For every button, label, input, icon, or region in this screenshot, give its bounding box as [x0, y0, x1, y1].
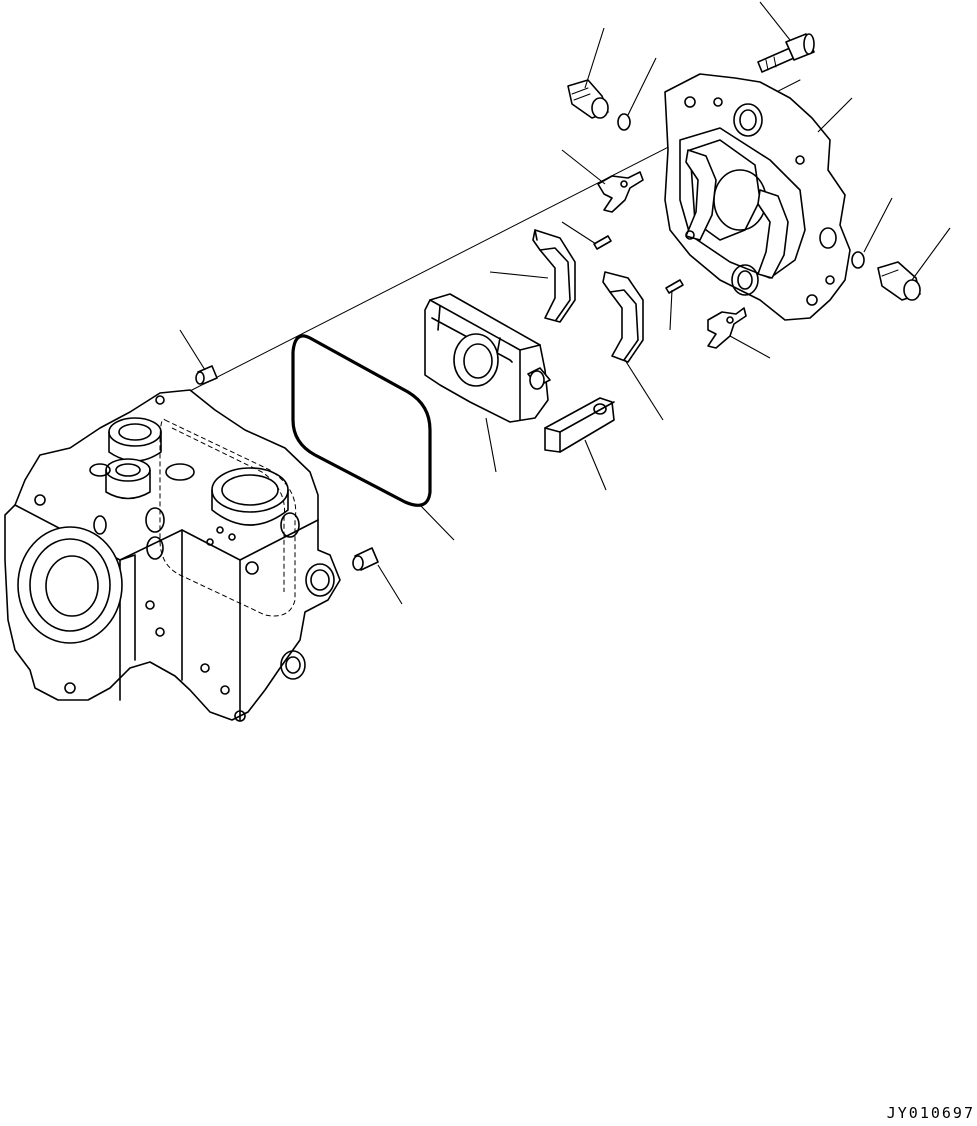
shoe-left — [533, 230, 575, 322]
end-cover — [665, 74, 850, 320]
plug-upper — [568, 80, 608, 118]
dowel-pin-lower — [353, 548, 378, 570]
drawing-code-label: JY010697 — [886, 1104, 975, 1122]
plug-right — [878, 262, 920, 300]
retainer-clip-upper — [598, 172, 643, 212]
stopper-plate — [545, 398, 614, 452]
o-ring-right — [852, 252, 864, 268]
dowel-pin-upper — [196, 366, 217, 384]
o-ring-gasket — [293, 336, 430, 505]
shoe-right — [603, 272, 643, 362]
main-bore — [18, 527, 122, 643]
o-ring-upper — [618, 114, 630, 130]
small-pin-lower — [666, 280, 683, 293]
leader-lines — [180, 2, 950, 604]
servo-piston-block — [425, 294, 550, 422]
pump-housing — [5, 390, 340, 721]
small-pin-upper — [594, 236, 611, 249]
bolt — [758, 34, 814, 72]
retainer-clip-lower — [708, 308, 746, 348]
